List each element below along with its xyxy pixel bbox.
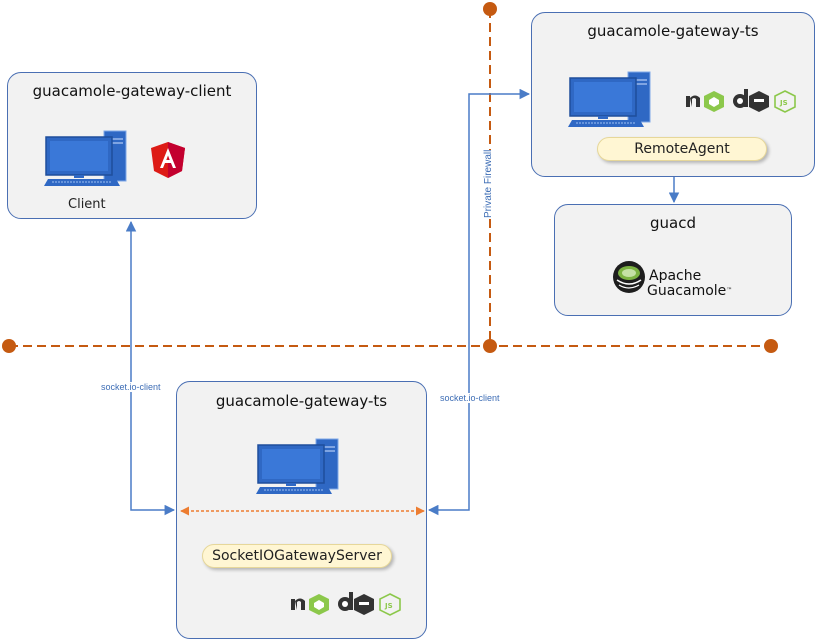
client-node-title: guacamole-gateway-client (32, 82, 232, 100)
firewall-endpoint-left (2, 339, 16, 353)
svg-text:JS: JS (384, 602, 393, 610)
client-to-gateway-connector (125, 220, 176, 516)
gateway-remote-title: guacamole-gateway-ts (587, 22, 759, 40)
firewall-endpoint-right (764, 339, 778, 353)
trademark-mark: ™ (726, 287, 733, 294)
nodejs-logo: JS (291, 592, 401, 616)
angular-logo (151, 142, 185, 178)
desktop-computer-icon (44, 130, 127, 186)
firewall-endpoint-top (483, 2, 497, 16)
client-label: Client (68, 197, 106, 212)
socketio-gateway-server-component: SocketIOGatewayServer (202, 544, 392, 568)
gateway-to-remoteagent-connector (427, 88, 531, 516)
remote-agent-component: RemoteAgent (597, 137, 767, 161)
firewall-junction (483, 339, 497, 353)
client-node: guacamole-gateway-client Client (7, 72, 257, 219)
desktop-computer-icon (256, 438, 339, 494)
guacd-title: guacd (650, 214, 696, 232)
gateway-server-node: guacamole-gateway-ts SocketIOGatewayServ… (176, 381, 427, 639)
guacd-node: guacd Apache Guacamole™ (554, 204, 792, 316)
desktop-computer-icon (568, 71, 651, 127)
gateway-remote-node: guacamole-gateway-ts JS RemoteAgent (531, 12, 815, 177)
firewall-label: Private Firewall (483, 149, 494, 218)
svg-text:JS: JS (779, 99, 788, 107)
guacamole-logo-text-line2: Guacamole™ (647, 284, 732, 298)
internal-link-connector (180, 506, 425, 516)
guacamole-logo-text-line1: Apache (649, 268, 702, 284)
right-connector-label: socket.io-client (439, 393, 501, 403)
gateway-server-title: guacamole-gateway-ts (215, 392, 388, 410)
nodejs-logo: JS (686, 89, 796, 113)
left-connector-label: socket.io-client (100, 382, 162, 392)
guacamole-wordmark: Guacamole (647, 283, 727, 299)
guacamole-logo (613, 261, 645, 293)
